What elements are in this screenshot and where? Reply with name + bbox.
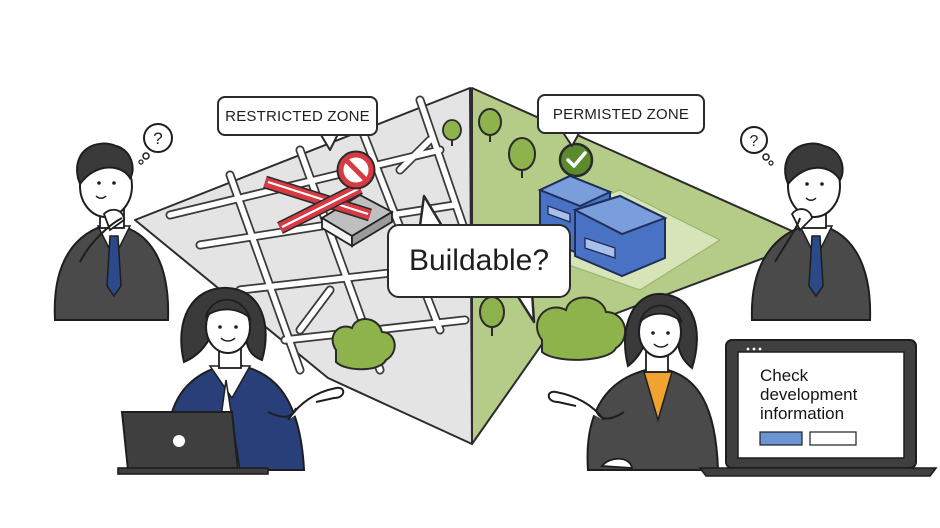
permitted-zone-label: PERMISTED ZONE <box>537 94 705 134</box>
buildable-question-text: Buildable? <box>408 244 550 277</box>
laptop-screen-message: Check development information <box>760 366 900 423</box>
laptop-left <box>117 411 269 475</box>
svg-text:?: ? <box>750 133 759 150</box>
restricted-zone-label: RESTRICTED ZONE <box>217 96 378 136</box>
bubble-pointer-top <box>418 194 444 227</box>
map-tree-small <box>442 119 462 146</box>
permitted-building <box>537 174 668 278</box>
woman-presenting-right <box>547 292 720 471</box>
permitted-trees <box>478 108 536 336</box>
screen-primary-button[interactable] <box>759 431 803 446</box>
man-thinking-right <box>750 142 872 321</box>
laptop-logo-icon <box>173 435 185 447</box>
map-bush <box>331 318 396 371</box>
permitted-bush <box>536 296 626 361</box>
restricted-map <box>134 87 473 445</box>
question-mark-icon: ? <box>138 123 173 165</box>
screen-secondary-button[interactable] <box>809 431 857 446</box>
permitted-map <box>471 87 813 445</box>
buildable-speech-bubble: Buildable? <box>387 224 571 298</box>
bubble-pointer-bottom <box>513 291 536 324</box>
laptop-right <box>698 339 938 477</box>
restricted-zone-text: RESTRICTED ZONE <box>225 107 370 125</box>
checkmark-icon <box>558 142 594 178</box>
screen-line: information <box>760 404 845 423</box>
svg-text:?: ? <box>153 129 162 148</box>
barrier-tape <box>263 175 372 234</box>
no-entry-icon <box>336 150 376 190</box>
question-mark-icon: ? <box>740 126 774 166</box>
screen-line: development <box>760 385 858 404</box>
screen-line: Check <box>760 366 809 385</box>
man-thinking-left <box>53 142 170 321</box>
permitted-zone-text: PERMISTED ZONE <box>552 105 690 123</box>
